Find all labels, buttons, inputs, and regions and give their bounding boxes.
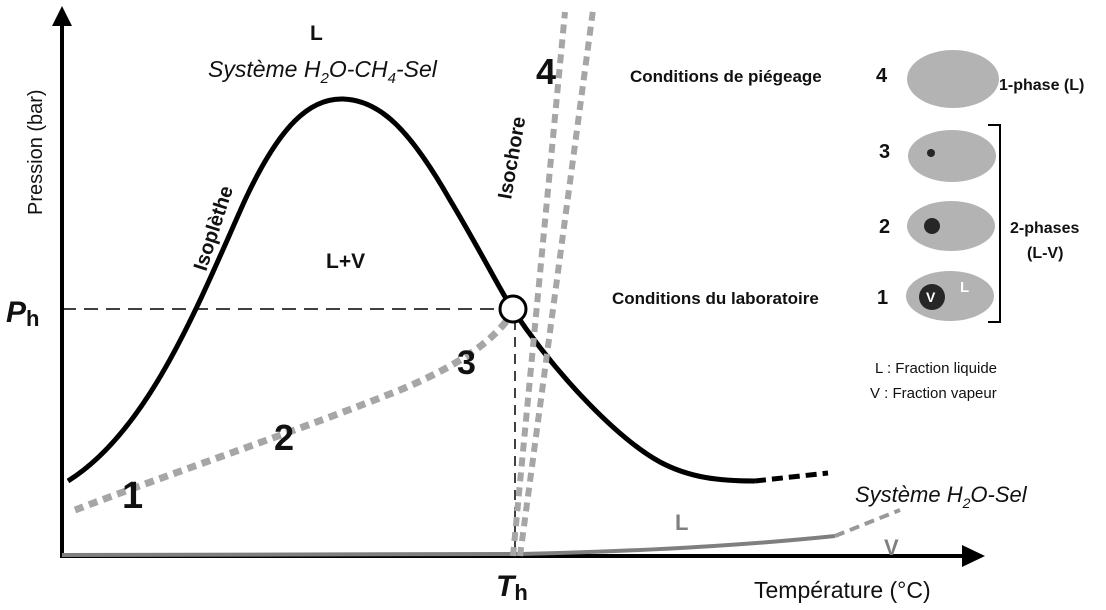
legend-number-3: 3: [879, 141, 890, 163]
x-axis-arrow: [962, 545, 985, 567]
isochore-label: Isochore: [494, 115, 530, 201]
path-number-4: 4: [536, 51, 556, 92]
y-axis-arrow: [52, 6, 72, 26]
isopleth-curve: [66, 96, 756, 484]
salt-liquid-label: L: [675, 510, 688, 535]
path-number-1: 1: [122, 475, 143, 517]
salt-system-curve: [61, 534, 836, 557]
y-axis-label: Pression (bar): [25, 89, 47, 215]
path-number-2: 2: [274, 417, 294, 458]
legend-number-1: 1: [877, 287, 888, 309]
system-salt-label: Système H2O-Sel: [855, 482, 1028, 511]
key-vapor: V : Fraction vapeur: [870, 385, 997, 402]
salt-system-curve-tail: [834, 508, 901, 538]
inclusion-stage-3: [908, 130, 996, 182]
isopleth-curve-tail: [754, 470, 829, 484]
two-phase-bracket: [988, 124, 1001, 323]
inclusion-v-label: V: [926, 289, 936, 305]
th-label: Th: [496, 570, 528, 605]
homogenization-point: [498, 294, 528, 324]
isochore-line-left: [510, 11, 568, 557]
ph-label: Ph: [6, 296, 39, 331]
isochore-line-right: [517, 9, 596, 557]
system-ch4-label: Système H2O-CH4-Sel: [208, 56, 438, 87]
legend-number-4: 4: [876, 65, 888, 87]
legend-lab-label: Conditions du laboratoire: [612, 289, 819, 308]
legend-one-phase-label: 1-phase (L): [999, 77, 1084, 94]
inclusion-stage-2: [907, 201, 995, 251]
path-number-3: 3: [457, 344, 476, 382]
inclusion-l-label: L: [960, 279, 969, 296]
legend-two-phases-label: 2-phases: [1010, 220, 1079, 237]
legend-trapping-label: Conditions de piégeage: [630, 67, 822, 86]
two-phase-region-label: L+V: [326, 250, 365, 273]
inclusion-bubble-3: [927, 149, 935, 157]
x-axis-label: Température (°C): [754, 577, 931, 603]
key-liquid: L : Fraction liquide: [875, 360, 997, 377]
salt-vapor-label: V: [884, 535, 899, 560]
legend-two-phases-sub: (L-V): [1027, 245, 1063, 262]
inclusion-stage-4: [907, 50, 999, 108]
region-liquid-label: L: [310, 22, 323, 45]
inclusion-bubble-2: [924, 218, 940, 234]
legend-number-2: 2: [879, 216, 890, 238]
cooling-path: [73, 310, 516, 514]
inclusion-bubble-1: [919, 284, 945, 310]
